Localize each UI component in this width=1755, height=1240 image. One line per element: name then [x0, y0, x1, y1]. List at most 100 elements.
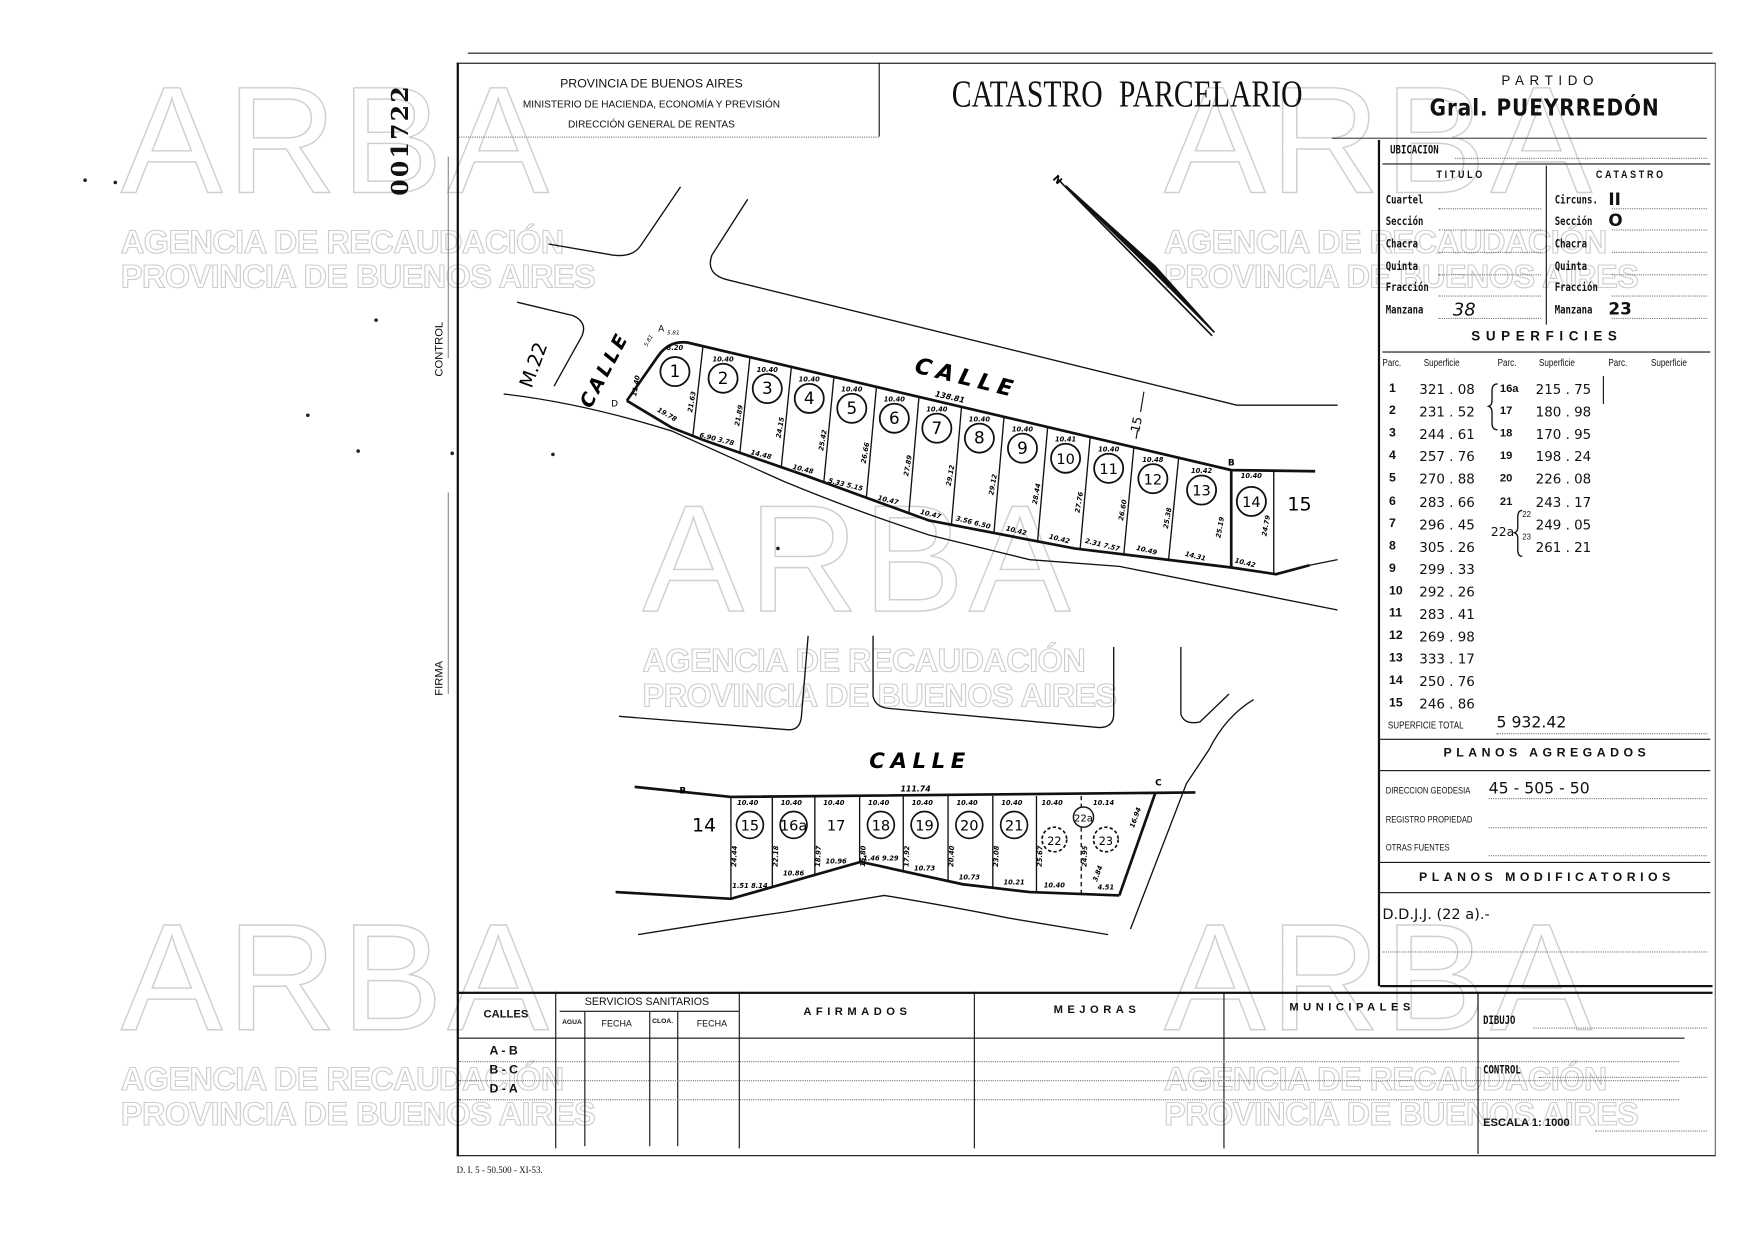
- parcel-boundary: [993, 416, 1005, 534]
- superficies-header-3: Superficie: [1539, 357, 1575, 369]
- parcel-circle: [836, 392, 868, 424]
- parcel-number: 2: [1389, 404, 1396, 418]
- depth-dimension: 18.97: [814, 845, 823, 867]
- street-segment-d-a: D - A: [489, 1082, 518, 1096]
- catastro-circuns-value: II: [1608, 189, 1621, 210]
- parcel-number: 2: [718, 368, 729, 388]
- parcel-number: 14: [1389, 674, 1403, 688]
- parcel-number: 9: [1389, 561, 1396, 576]
- parcel-number: 20: [960, 818, 979, 835]
- parcel-number: 19: [1499, 450, 1513, 463]
- partido-name: Gral. PUEYRREDÓN: [1429, 94, 1660, 121]
- parcel-number: 18: [872, 818, 891, 835]
- row-dotline: [458, 1099, 1679, 1101]
- scan-speck: [776, 546, 780, 551]
- parcel-circle: [735, 810, 765, 840]
- parcel-number: 19: [915, 818, 934, 835]
- front-dimension: 8.20: [667, 344, 684, 352]
- parcel-circle: [1137, 463, 1169, 495]
- depth-dimension: 16.94: [1128, 806, 1143, 829]
- province-name: PROVINCIA DE BUENOS AIRES: [560, 77, 743, 91]
- depth-dimension: 25.42: [817, 429, 829, 452]
- parcel-circle: [878, 402, 910, 434]
- ubicacion-rule: [1382, 163, 1711, 165]
- parcel-number: 23: [1522, 533, 1531, 542]
- header-rule: [458, 136, 879, 138]
- col-divider: [1477, 991, 1479, 1154]
- street-edge: [503, 393, 1338, 611]
- top-rule: [467, 52, 1713, 54]
- catastro-header: CATASTRO: [1595, 169, 1666, 182]
- parcel-circle: [955, 810, 984, 840]
- header-bottom-rule: [458, 1037, 1685, 1039]
- row-dotline: [458, 1061, 1679, 1063]
- total-area: 5 932.42: [1496, 714, 1567, 733]
- cloa-header: CLOA.: [652, 1018, 674, 1026]
- neighbor-parcel: 14: [692, 815, 716, 837]
- parcel-number: 4: [804, 388, 815, 408]
- parcel-number: 16a: [780, 818, 807, 835]
- merged-parcel-number: 22a: [1074, 814, 1093, 825]
- rear-dimension: 10.73: [914, 864, 936, 872]
- col-subdivider: [677, 1011, 679, 1147]
- superficies-header-2: Parc.: [1497, 357, 1517, 369]
- planos-agregados-subrule: [1380, 770, 1711, 772]
- dibujo-label: DIBUJO: [1483, 1015, 1516, 1028]
- parcel-area: 305 . 26: [1419, 539, 1475, 555]
- parcel-area: 257 . 76: [1419, 449, 1475, 465]
- planos-modificatorios-title: PLANOS MODIFICATORIOS: [1419, 870, 1675, 885]
- dibujo-dotline: [1533, 1027, 1707, 1029]
- depth-dimension: 21.89: [733, 404, 745, 427]
- parcel-number: 9: [1017, 438, 1028, 458]
- col-divider: [973, 991, 975, 1149]
- parcel-boundary: [692, 346, 704, 437]
- street-label: CALLE: [576, 328, 634, 411]
- planos-modificatorios-rule: [1380, 861, 1711, 863]
- superficies-rule: [1382, 351, 1711, 353]
- parcel-number: 22: [1522, 511, 1531, 519]
- titulo-manzana-label: Manzana: [1385, 304, 1424, 317]
- parcel-area: 292 . 26: [1419, 584, 1475, 600]
- parcel-number: 1: [670, 361, 681, 381]
- parcel-number: 5: [846, 398, 857, 418]
- depth-dimension: 24.44: [730, 845, 739, 867]
- titulo-cuartel-label: Cuartel: [1385, 194, 1424, 208]
- merged-parcel-circle: [1072, 806, 1095, 828]
- parcel-area: 269 . 98: [1419, 629, 1475, 645]
- front-dimension: 10.40: [1012, 425, 1034, 433]
- front-dimension: 10.40: [841, 386, 863, 394]
- parcel-area: 283 . 41: [1419, 606, 1475, 623]
- front-dimension: 10.40: [868, 799, 890, 807]
- parcel-area: 270 . 88: [1419, 471, 1475, 488]
- planos-agregados-dotline: [1488, 798, 1707, 800]
- fecha-header: FECHA: [601, 1018, 632, 1029]
- corner-dimension: 5.81: [667, 331, 679, 337]
- firma-dotline: [447, 492, 449, 694]
- catastro-circuns-label: Circuns.: [1554, 194, 1598, 208]
- lower-total-dimension: 111.74: [900, 784, 930, 793]
- parcel-circle: [1186, 474, 1218, 506]
- scan-speck: [551, 452, 555, 457]
- parcel-circle: [1050, 442, 1082, 474]
- parcel-number: 4: [1389, 449, 1396, 463]
- parcel-number: 10: [1389, 584, 1403, 598]
- rear-dimension: 1.46 9.29: [863, 855, 899, 863]
- point-b-label: B: [679, 787, 686, 797]
- catastro-quinta-label: Quinta: [1554, 260, 1588, 274]
- control-dotline: [447, 156, 449, 359]
- parcel-area: 296 . 45: [1419, 516, 1475, 533]
- col-subdivider: [649, 1011, 651, 1147]
- street-edge: [1309, 558, 1338, 566]
- parcel-number: 23: [1099, 835, 1113, 848]
- street-edge: [548, 186, 682, 257]
- street-edge: [1180, 646, 1230, 724]
- column-divider: [1602, 376, 1604, 405]
- parcel-area: 261 . 21: [1535, 539, 1592, 555]
- depth-dimension: 25.38: [1162, 507, 1174, 530]
- depth-dimension: 26.66: [860, 441, 872, 464]
- block-label: M.22: [516, 339, 553, 390]
- parcel-boundary: [908, 397, 920, 514]
- parcel-area: 246 . 86: [1419, 696, 1475, 713]
- point-c-label: C: [1155, 779, 1162, 789]
- depth-dimension: 11.40: [630, 374, 642, 397]
